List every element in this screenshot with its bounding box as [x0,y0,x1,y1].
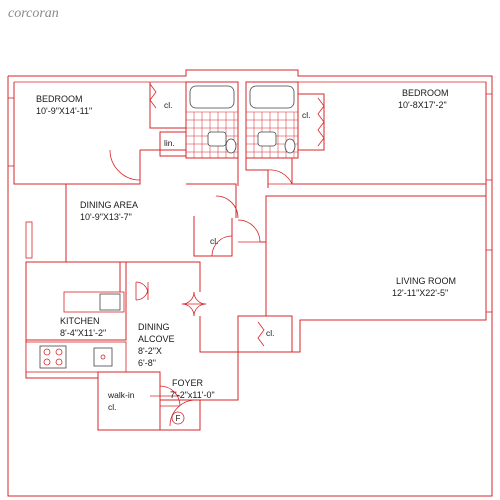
stove [39,345,67,369]
closet-door-bedroom-right [317,97,325,147]
entry-marker [171,411,185,425]
exterior-wall [7,69,493,497]
bedroom-right-wall [291,82,486,185]
dining-area-dims: 10'-9"X13'-7" [80,212,132,222]
bedroom-right-dims: 10'-8X17'-2" [398,100,447,110]
foyer-wall [160,400,201,431]
window-living [485,249,493,313]
kitchen-wall [25,261,127,341]
closet-door-living [257,321,265,347]
window-bedroom-right [485,93,493,181]
linen-closet [159,131,187,157]
walk-in-closet [97,371,161,431]
bedroom-right-name: BEDROOM [402,88,449,98]
dining-closet [193,216,233,257]
foyer-name: FOYER [172,378,204,388]
dining-area-name: DINING AREA [80,200,139,210]
walk-in-closet-label2: cl. [108,402,117,412]
bathtub-left [189,85,235,109]
closet-label-living: cl. [266,328,275,338]
closet-door-dining [211,235,233,257]
sink-left [207,131,227,147]
dining-alcove-name: DINING [138,322,170,332]
linen-closet-label: lin. [164,138,175,148]
bedroom-right-closet [298,93,325,151]
living-room-wall [237,196,267,352]
bedroom-left-dims: 10'-9"X14'-11" [36,106,93,116]
kitchen-dims: 8'-4"X11'-2" [60,328,107,338]
window-bedroom-left [7,97,15,167]
closet-label-dining: cl. [210,236,219,246]
kitchen-sink [99,293,121,311]
dishwasher [93,347,113,367]
toilet-left [225,138,237,154]
apartment-outline [13,82,487,431]
dining-alcove-name2: ALCOVE [138,334,175,344]
dining-alcove-dims2: 6'-8" [138,358,156,368]
dining-alcove-dims: 8'-2"X [138,346,162,356]
toilet-right [284,138,296,154]
dining-alcove-wall [126,261,201,292]
living-room-name: LIVING ROOM [396,276,457,286]
door-bedroom-right [267,169,293,185]
closet-door-bedroom-left [149,83,157,109]
closet-label-bedroom-left: cl. [164,100,173,110]
bedroom-left-closet [149,82,186,129]
entry-marker-letter: F [176,414,181,423]
living-closet [238,315,293,352]
foyer-dims: 7'-2"x11'-0" [170,390,215,400]
door-dining-hall [215,195,239,219]
sink-right [257,131,277,147]
bedroom-left-wall [14,150,141,185]
kitchen-name: KITCHEN [60,316,100,326]
living-room-dims: 12'-11"X22'-5" [392,288,449,298]
bathtub-right [249,85,295,109]
brand-logo: corcoran [8,6,59,21]
bedroom-left-name: BEDROOM [36,94,83,104]
walk-in-closet-label: walk-in [108,390,135,400]
door-dining [237,219,261,243]
closet-label-bedroom-right: cl. [302,110,311,120]
door-walk-in [159,385,181,407]
window-dining [25,221,33,259]
